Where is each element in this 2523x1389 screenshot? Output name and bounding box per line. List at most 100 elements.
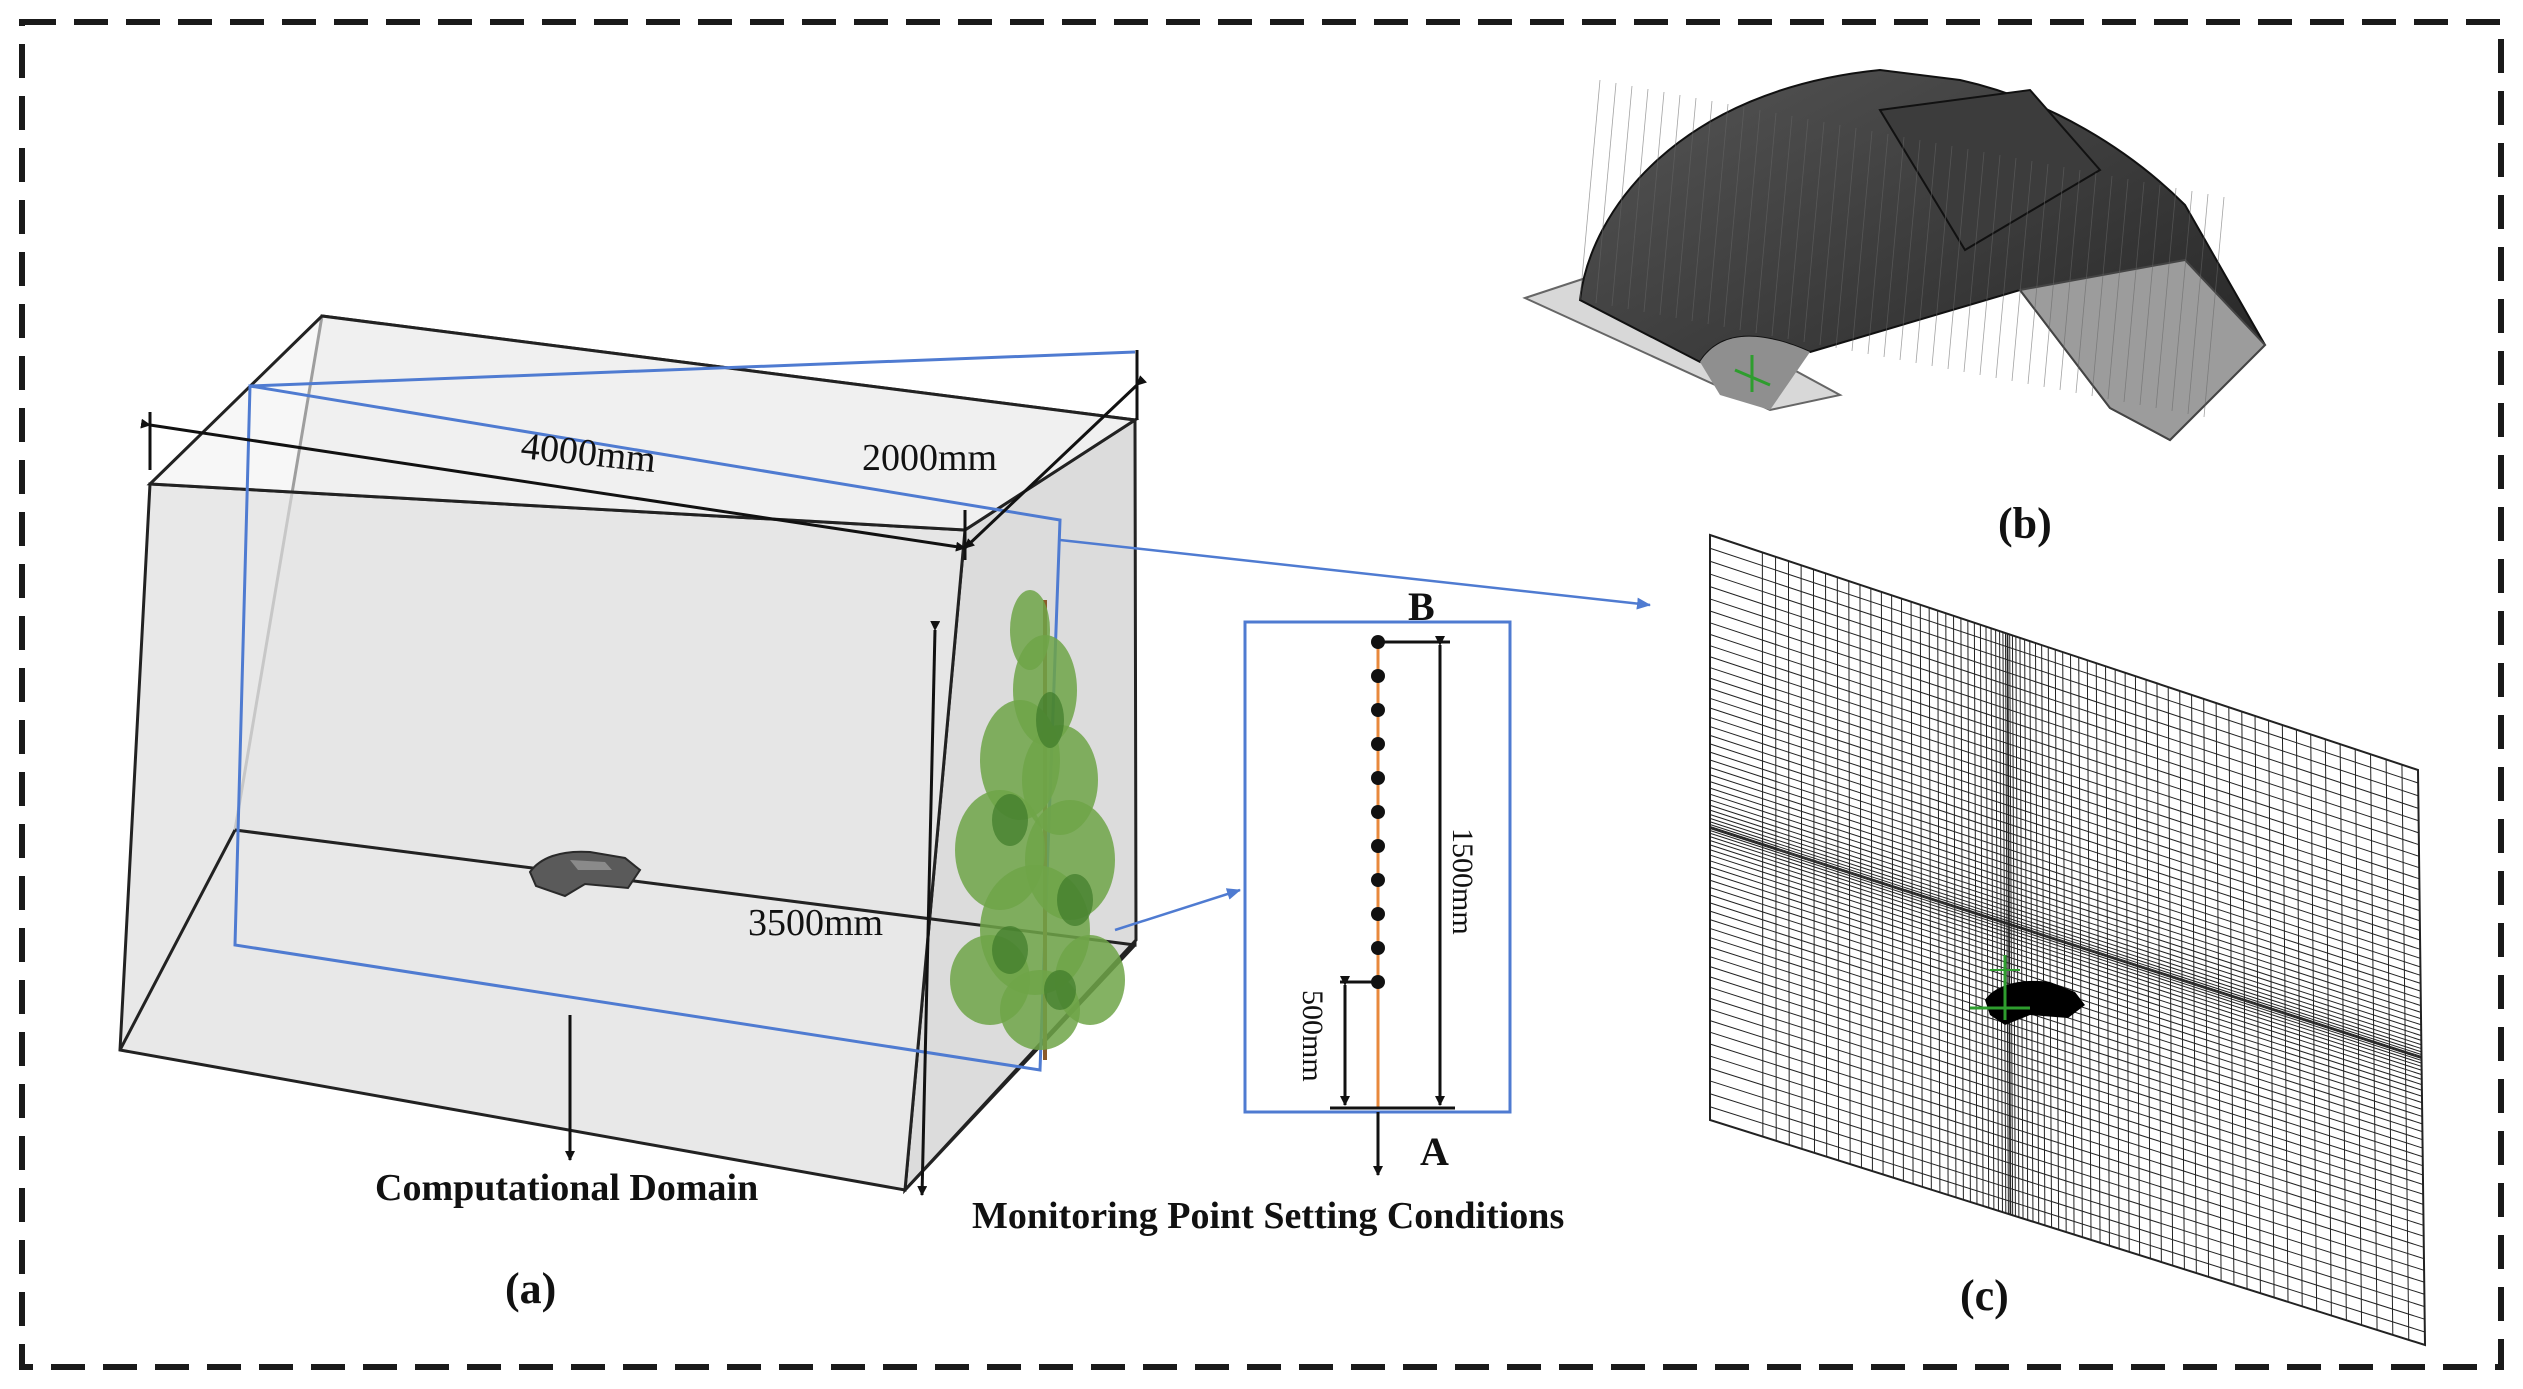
mesh-line	[1709, 826, 2422, 1058]
hatch-line	[2043, 166, 2065, 388]
hatch-line	[2075, 172, 2097, 394]
hatch-line	[1707, 103, 1729, 325]
hatch-line	[1931, 145, 1953, 367]
mesh-line	[1709, 809, 2422, 1041]
hatch-line	[1947, 148, 1969, 370]
mesh-line	[1709, 817, 2422, 1050]
mesh-line	[1709, 860, 2423, 1091]
dim-width-label: 2000mm	[862, 437, 997, 479]
hatch-line	[1595, 82, 1617, 304]
hatch-line	[1723, 106, 1745, 328]
mesh-line	[1709, 976, 2424, 1205]
caption-a: (a)	[505, 1264, 556, 1313]
monitoring-point	[1371, 873, 1385, 887]
mesh-line	[1709, 560, 2419, 797]
mesh-line	[1709, 1031, 2425, 1260]
mesh-line	[1709, 656, 2420, 891]
mesh-line	[1709, 946, 2424, 1176]
hatch-line	[1675, 97, 1697, 319]
mesh-line	[1709, 716, 2421, 950]
hatch-line	[1963, 151, 1985, 373]
mesh-line	[1709, 1080, 2425, 1308]
mesh-line	[1709, 667, 2420, 901]
mesh-line	[1709, 937, 2423, 1167]
mesh-line	[1709, 849, 2422, 1080]
mesh-line	[1709, 751, 2421, 984]
hatch-line	[1883, 136, 1905, 358]
caption-b: (b)	[1998, 499, 2052, 548]
mesh-line	[1709, 1119, 2426, 1346]
mesh-line	[1709, 956, 2424, 1185]
mesh-line	[1709, 610, 2420, 846]
car-model-small	[528, 850, 642, 898]
monitoring-point	[1371, 941, 1385, 955]
monitoring-point	[1371, 737, 1385, 751]
mesh-line	[1709, 840, 2422, 1071]
monitoring-point	[1371, 771, 1385, 785]
mesh-line	[1709, 534, 2419, 771]
mesh-line	[1709, 927, 2423, 1158]
mesh-line	[1709, 966, 2424, 1195]
mesh-car	[1970, 955, 2085, 1025]
monitoring-point	[1371, 907, 1385, 921]
hatch-line	[1851, 130, 1873, 352]
monitoring-point	[1371, 703, 1385, 717]
dimension-lines	[140, 350, 1147, 1196]
hatch-line	[1691, 100, 1713, 322]
mesh-line	[1709, 814, 2422, 1046]
hatch-line	[2187, 193, 2209, 415]
hatch-line	[1611, 85, 1633, 307]
mesh-line	[1709, 743, 2421, 976]
outer-dashed-frame	[19, 19, 2504, 1370]
point-a-label: A	[1420, 1129, 1449, 1174]
hatch-line	[2091, 175, 2113, 397]
caption-c: (c)	[1960, 1271, 2009, 1320]
mesh-line	[1709, 866, 2423, 1097]
mesh-line	[1709, 799, 2422, 1031]
mesh-line	[1709, 726, 2421, 959]
mesh-line	[1709, 586, 2419, 822]
monitoring-point	[1371, 805, 1385, 819]
domain-label: Computational Domain	[375, 1167, 758, 1209]
hatch-line	[1915, 142, 1937, 364]
hatch-line	[1899, 139, 1921, 361]
monitor-title: Monitoring Point Setting Conditions	[972, 1195, 1564, 1237]
mesh-line	[1709, 827, 2422, 1058]
dim-height-label: 3500mm	[748, 902, 883, 944]
mesh-line	[1709, 910, 2423, 1141]
mesh-line	[1709, 1055, 2425, 1283]
callout-arrows	[1059, 538, 1651, 932]
mesh-line	[1709, 774, 2422, 1007]
mesh-line	[1709, 830, 2422, 1061]
hatch-line	[1803, 121, 1825, 343]
mesh-line	[1709, 573, 2419, 809]
mesh-line	[1709, 687, 2420, 922]
mesh-grid	[1709, 533, 2427, 1347]
mesh-line	[1709, 759, 2421, 992]
mesh-line	[1709, 767, 2421, 1000]
hatch-line	[1643, 91, 1665, 313]
mesh-line	[1709, 1067, 2425, 1295]
hatch-line	[2203, 196, 2225, 418]
hatch-line	[2059, 169, 2081, 391]
mesh-line	[1709, 787, 2422, 1020]
hatch-line	[2027, 163, 2049, 385]
car-mesh-hatch	[1579, 79, 2225, 418]
mesh-line	[1709, 854, 2422, 1086]
mesh-line	[1709, 844, 2422, 1076]
hatch-line	[1819, 124, 1841, 346]
mesh-line	[1709, 734, 2421, 968]
point-b-label: B	[1408, 584, 1435, 629]
hatch-line	[1627, 88, 1649, 310]
mesh-line	[1709, 836, 2422, 1067]
hatch-line	[2139, 184, 2161, 406]
mesh-line	[1709, 872, 2423, 1104]
hatch-line	[1979, 154, 2001, 376]
mesh-line	[1709, 832, 2422, 1064]
monitoring-point	[1371, 839, 1385, 853]
mesh-line	[1709, 707, 2421, 941]
mesh-line	[1709, 1008, 2424, 1237]
hatch-line	[1755, 112, 1777, 334]
hatch-line	[2123, 181, 2145, 403]
